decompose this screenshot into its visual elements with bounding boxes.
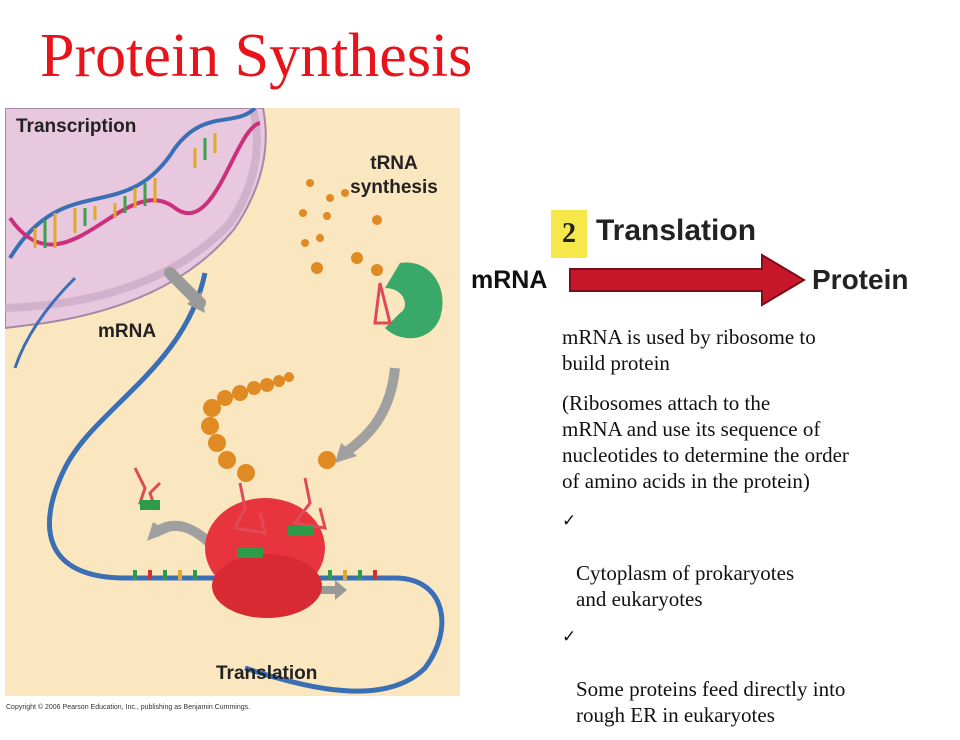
label-translation: Translation [216,663,318,684]
polypeptide-chain [201,372,336,482]
charged-trna [373,282,392,325]
ribosome-small-subunit [212,554,322,618]
free-amino-acids [299,179,383,276]
dna-helix-graphic [8,108,261,260]
anticodon-left [140,500,160,510]
flow-output-label: Protein [812,264,909,295]
bullet-text: Cytoplasm of prokaryotes and eukaryotes [576,561,795,611]
protein-synthesis-figure: Transcription tRNA synthesis mRNA Transl… [5,108,460,696]
explanation-text: mRNA is used by ribosome to build protei… [562,324,952,740]
trna-path-arrow [341,367,400,457]
flow-arrow-shape [569,253,806,307]
bullet-item: ✓ Cytoplasm of prokaryotes and eukaryote… [562,508,952,612]
direction-arrow [317,580,347,600]
mrna-leader [13,276,77,369]
trna-synthetase-enzyme [385,262,443,339]
bullet-item: ✓ Some proteins feed directly into rough… [562,624,952,728]
export-arrow-head [187,292,205,313]
step-title: Translation [596,214,757,247]
label-mrna: mRNA [98,321,157,342]
anticodon-right [288,526,314,536]
label-transcription: Transcription [16,116,137,137]
trna-path-arrow-head [335,443,357,463]
nuclear-envelope [5,108,261,312]
explanation-paragraph-2: (Ribosomes attach to the mRNA and use it… [562,391,849,493]
check-icon: ✓ [562,627,577,647]
step-number-badge: 2 [551,210,587,258]
codon-ticks [133,570,377,580]
right-arrow-icon [569,253,806,307]
anticodon-mid [237,548,263,558]
copyright-notice: Copyright © 2006 Pearson Education, Inc.… [6,704,251,711]
release-arrow-head [147,522,169,541]
check-icon: ✓ [562,511,577,531]
nucleus-shape [5,108,267,330]
explanation-paragraph-1: mRNA is used by ribosome to build protei… [562,325,816,375]
label-trna-synthesis: tRNA synthesis [350,153,438,198]
slide-title: Protein Synthesis [40,22,473,90]
flow-input-label: mRNA [471,266,548,294]
figure-illustration [5,108,445,694]
